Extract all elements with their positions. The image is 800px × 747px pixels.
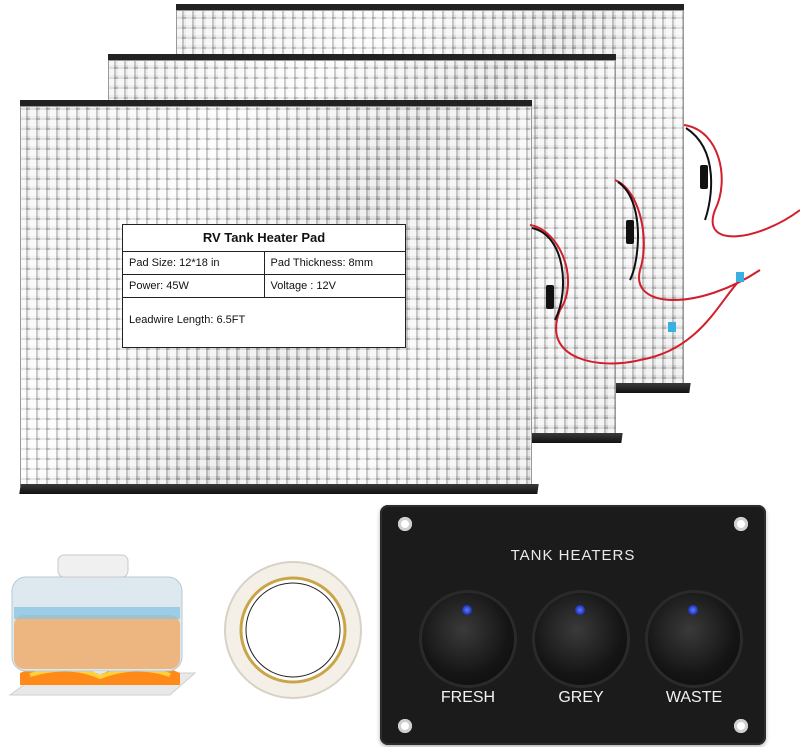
tank-heating-illustration xyxy=(8,554,197,696)
power: Power: 45W xyxy=(129,280,189,292)
switch-label-grey: GREY xyxy=(558,689,604,706)
switch-fresh[interactable] xyxy=(422,593,514,685)
switch-waste[interactable] xyxy=(648,593,740,685)
screw-icon xyxy=(734,719,748,733)
led-icon xyxy=(688,605,698,615)
pad-size: Pad Size: 12*18 in xyxy=(129,257,220,269)
leadwire-length: Leadwire Length: 6.5FT xyxy=(129,314,246,326)
label-title: RV Tank Heater Pad xyxy=(123,225,405,252)
voltage: Voltage : 12V xyxy=(263,275,406,297)
switch-label-waste: WASTE xyxy=(665,689,723,706)
switch-grey[interactable] xyxy=(535,593,627,685)
screw-icon xyxy=(734,517,748,531)
screw-icon xyxy=(398,517,412,531)
led-icon xyxy=(575,605,585,615)
tape-roll xyxy=(224,561,362,699)
spec-label: RV Tank Heater Pad Pad Size: 12*18 in Pa… xyxy=(122,224,406,348)
panel-title: TANK HEATERS xyxy=(510,547,636,564)
switch-panel: TANK HEATERS FRESH GREY WASTE xyxy=(380,505,766,745)
lead-wires xyxy=(529,124,800,365)
led-icon xyxy=(462,605,472,615)
switch-label-fresh: FRESH xyxy=(440,689,496,706)
screw-icon xyxy=(398,719,412,733)
pad-thickness: Pad Thickness: 8mm xyxy=(263,252,406,274)
